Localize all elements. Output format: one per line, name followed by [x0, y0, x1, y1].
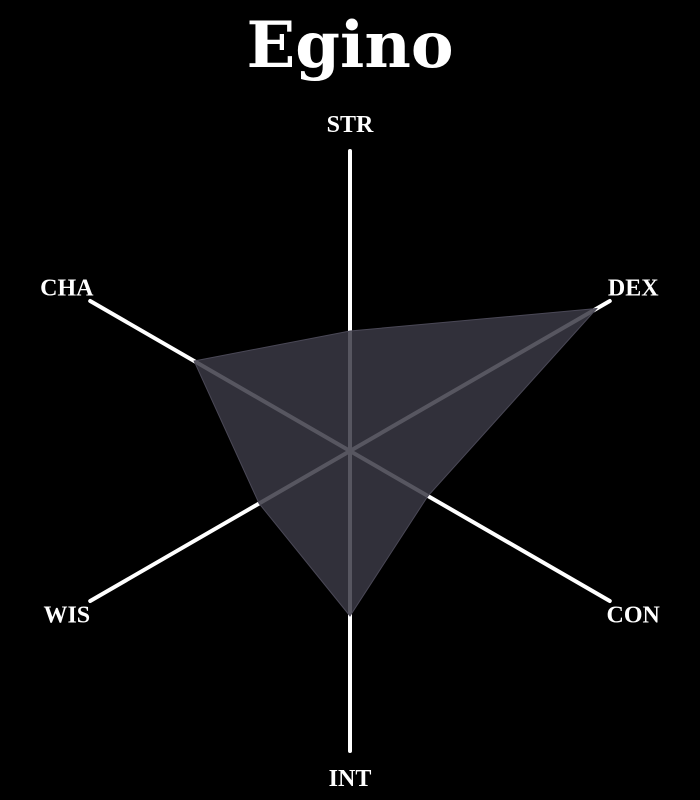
axis-label-con: CON [607, 603, 661, 629]
axis-label-cha: CHA [40, 276, 94, 302]
axis-label-dex: DEX [608, 276, 659, 302]
series-area-0 [193, 307, 599, 617]
axis-label-int: INT [329, 766, 372, 792]
chart-title: Egino [246, 8, 454, 83]
axis-label-wis: WIS [43, 603, 90, 629]
axis-label-str: STR [327, 112, 374, 138]
